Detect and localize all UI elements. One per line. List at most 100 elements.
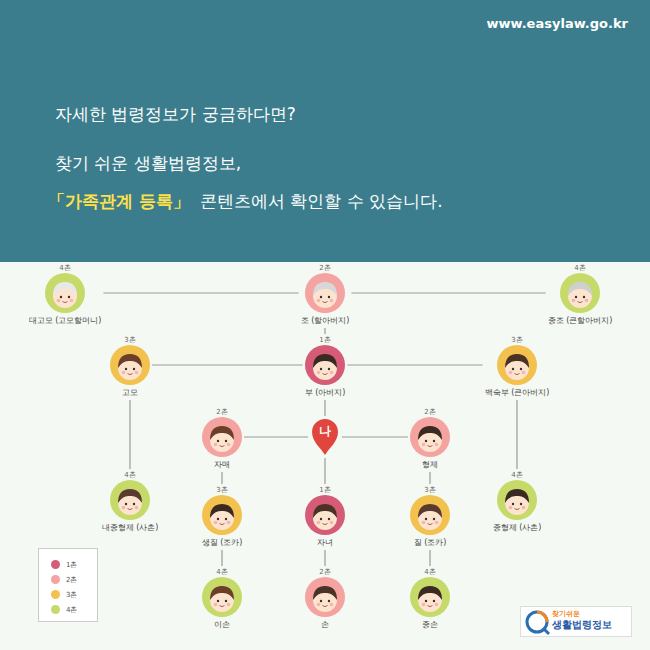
person-node: 4촌대고모 (고모할머니)	[29, 264, 102, 326]
legend-row: 4촌	[51, 602, 97, 617]
family-line	[221, 472, 222, 484]
header-panel	[0, 0, 650, 262]
avatar-icon	[410, 417, 450, 457]
relation-name: 내종형제 (사촌)	[102, 522, 159, 533]
family-line	[103, 292, 298, 293]
legend-text: 1촌	[66, 560, 77, 570]
subline: 찾기 쉬운 생활법령정보,	[55, 152, 241, 175]
legend-box: 1촌 2촌 3촌 4촌	[38, 548, 98, 622]
family-line	[429, 472, 430, 484]
avatar-icon	[110, 480, 150, 520]
family-line	[347, 364, 482, 365]
person-node: 3촌생질 (조카)	[202, 486, 243, 548]
person-node: 3촌백숙부 (큰아버지)	[485, 336, 550, 398]
family-line	[516, 400, 517, 469]
person-node: 2촌조 (할아버지)	[301, 264, 350, 326]
relation-name: 대고모 (고모할머니)	[29, 315, 102, 326]
relation-name: 종조 (큰할아버지)	[548, 315, 613, 326]
legend-swatch	[51, 575, 60, 584]
avatar-icon	[497, 480, 537, 520]
subline: 콘텐츠에서 확인할 수 있습니다.	[200, 190, 443, 213]
avatar-icon	[305, 273, 345, 313]
relation-name: 형제	[422, 459, 438, 470]
person-node: 2촌자매	[202, 408, 242, 470]
person-node: 4촌종손	[410, 568, 450, 630]
self-text: 나	[310, 424, 340, 438]
relation-name: 질 (조카)	[414, 537, 447, 548]
legend-row: 3촌	[51, 587, 97, 602]
logo-text: 생활법령정보	[552, 618, 612, 632]
family-line	[351, 292, 545, 293]
family-line	[324, 328, 325, 334]
family-line	[129, 400, 130, 469]
person-node: 4촌이손	[202, 568, 242, 630]
degree-number: 4촌	[424, 568, 435, 577]
degree-number: 2촌	[319, 264, 330, 273]
relation-name: 손	[321, 619, 329, 630]
avatar-icon	[305, 495, 345, 535]
avatar-icon	[110, 345, 150, 385]
avatar-icon	[202, 495, 242, 535]
legend-text: 2촌	[66, 575, 77, 585]
legend-row: 1촌	[51, 557, 97, 572]
highlight-text: 「가족관계 등록」	[48, 190, 190, 213]
legend-text: 3촌	[66, 590, 77, 600]
person-node: 1촌부 (아버지)	[305, 336, 346, 398]
relation-name: 자녀	[317, 537, 333, 548]
degree-number: 4촌	[216, 568, 227, 577]
avatar-icon	[202, 417, 242, 457]
person-node: 2촌손	[305, 568, 345, 630]
legend-text: 4촌	[66, 605, 77, 615]
family-line	[324, 400, 325, 416]
headline: 자세한 법령정보가 궁금하다면?	[55, 103, 296, 126]
legend-row: 2촌	[51, 572, 97, 587]
family-line	[342, 436, 408, 437]
family-line	[324, 458, 325, 484]
legend-swatch	[51, 605, 60, 614]
person-node: 2촌형제	[410, 408, 450, 470]
degree-number: 1촌	[319, 336, 330, 345]
relation-name: 종형제 (사촌)	[493, 522, 542, 533]
degree-number: 3촌	[511, 336, 522, 345]
person-node: 3촌질 (조카)	[410, 486, 450, 548]
family-line	[324, 550, 325, 566]
person-node: 3촌고모	[110, 336, 150, 398]
avatar-icon	[410, 495, 450, 535]
relation-name: 조 (할아버지)	[301, 315, 350, 326]
degree-number: 2촌	[424, 408, 435, 417]
person-node: 1촌자녀	[305, 486, 345, 548]
degree-number: 4촌	[59, 264, 70, 273]
person-node: 4촌내종형제 (사촌)	[102, 471, 159, 533]
logo-text: 찾기쉬운	[552, 609, 580, 619]
legend-swatch	[51, 560, 60, 569]
legend-swatch	[51, 590, 60, 599]
avatar-icon	[202, 577, 242, 617]
degree-number: 4촌	[511, 471, 522, 480]
degree-number: 1촌	[319, 486, 330, 495]
relation-name: 이손	[214, 619, 230, 630]
pin-marker: 나	[310, 418, 340, 456]
relation-name: 고모	[122, 387, 138, 398]
degree-number: 2촌	[319, 568, 330, 577]
avatar-icon	[410, 577, 450, 617]
self-marker: 나	[310, 418, 340, 456]
logo-icon	[524, 607, 552, 636]
person-node: 4촌종형제 (사촌)	[493, 471, 542, 533]
avatar-icon	[497, 345, 537, 385]
relation-name: 부 (아버지)	[305, 387, 346, 398]
relation-name: 생질 (조카)	[202, 537, 243, 548]
family-line	[429, 550, 430, 566]
relation-name: 종손	[422, 619, 438, 630]
family-line	[244, 436, 308, 437]
avatar-icon	[45, 273, 85, 313]
relation-name: 백숙부 (큰아버지)	[485, 387, 550, 398]
degree-number: 4촌	[574, 264, 585, 273]
family-line	[221, 550, 222, 566]
avatar-icon	[305, 577, 345, 617]
degree-number: 3촌	[424, 486, 435, 495]
degree-number: 4촌	[124, 471, 135, 480]
relation-name: 자매	[214, 459, 230, 470]
degree-number: 2촌	[216, 408, 227, 417]
avatar-icon	[305, 345, 345, 385]
